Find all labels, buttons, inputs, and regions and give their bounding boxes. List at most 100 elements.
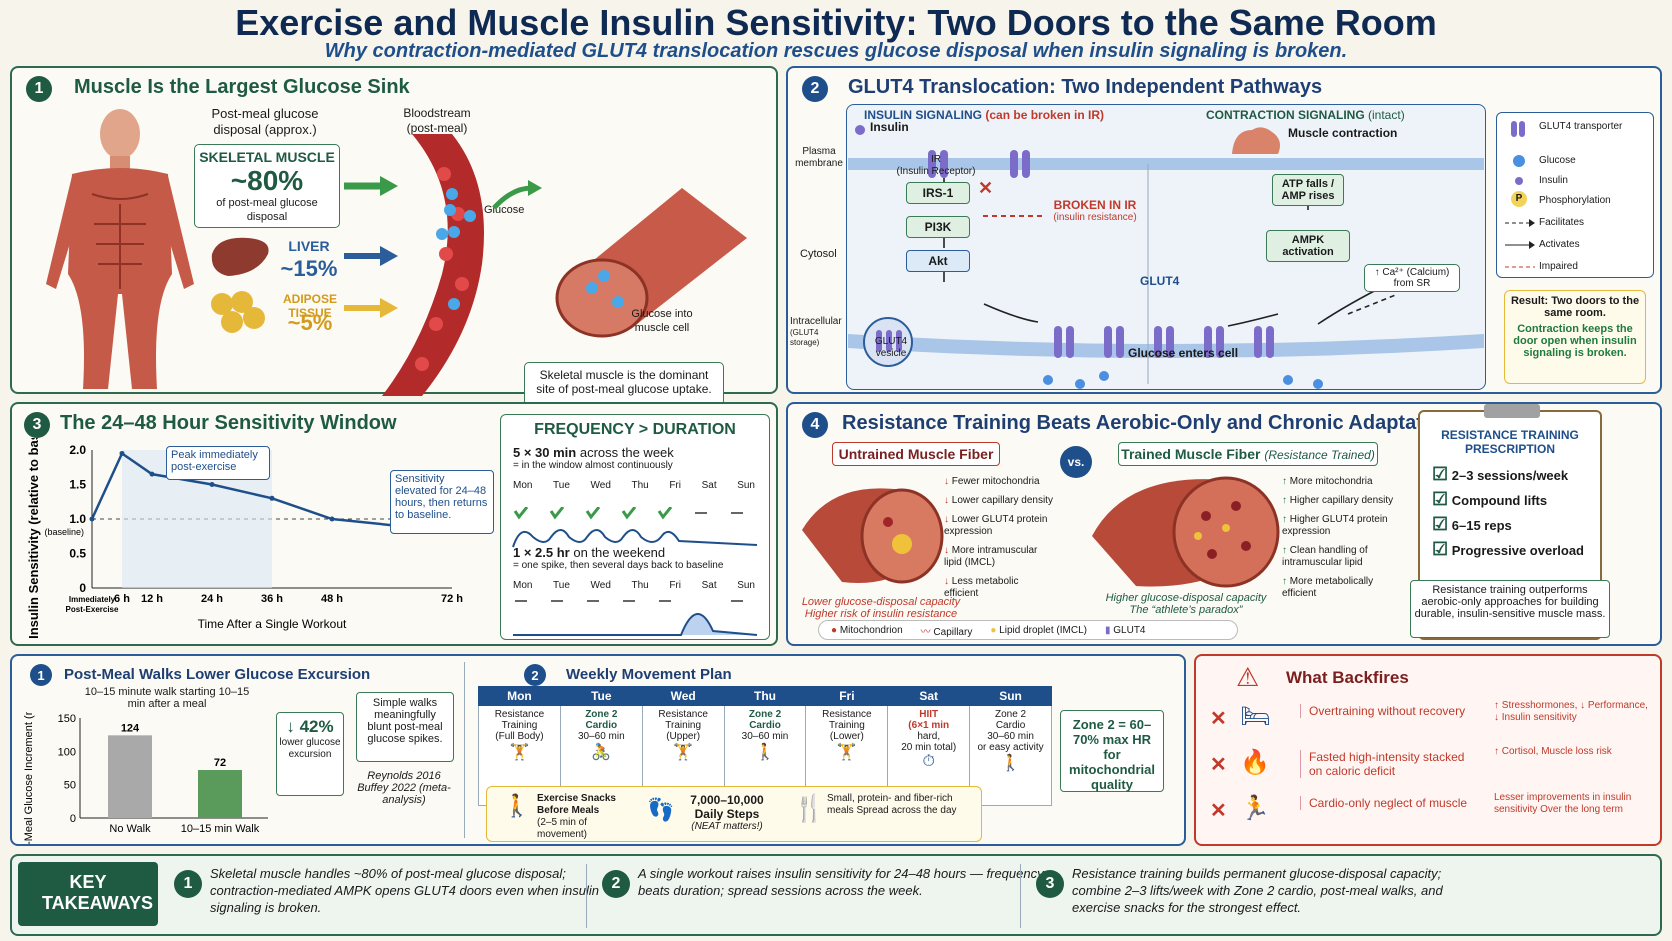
simple-walks-note: Simple walks meaningfully blunt post-mea… (356, 692, 454, 762)
adipose-value: ~5% (287, 310, 333, 335)
plan-cell-line: hard, (917, 731, 941, 742)
trained-label: Trained Muscle Fiber (Resistance Trained… (1118, 442, 1378, 466)
panel-resistance-training: 4 Resistance Training Beats Aerobic-Only… (786, 402, 1662, 646)
x-tick-label: 6 h (114, 593, 130, 605)
day-label: Wed (590, 580, 611, 591)
y-axis-label: Post-Meal Glucose Increment (mg/dL) (23, 712, 35, 844)
reduction-sub: lower glucose excursion (279, 737, 341, 760)
prescription-item: ☑ Progressive overload (1432, 539, 1584, 559)
solid-arrow-icon (1505, 241, 1535, 249)
trained-item: ↑ More mitochondria (1282, 476, 1373, 487)
panel-title: Resistance Training Beats Aerobic-Only a… (842, 412, 1464, 434)
plan-cell-line: or easy activity (977, 742, 1044, 753)
frequency-box: FREQUENCY > DURATION 5 × 30 min across t… (500, 414, 770, 640)
walking-icon: 🚶 (755, 744, 775, 761)
insulin-signaling-header: INSULIN SIGNALING (can be broken in IR) (864, 108, 1105, 122)
trained-fiber-figure (1092, 476, 1280, 588)
freq2-heading: 1 × 2.5 hr on the weekend (513, 545, 666, 560)
muscle-arm-icon (1232, 127, 1280, 154)
day-label: Sun (737, 580, 755, 591)
liver-icon (211, 237, 269, 276)
muscle-value: ~80% (230, 165, 304, 196)
panel-number: 2 (524, 664, 546, 686)
glucose-icon (444, 204, 476, 238)
walk-note: 10–15 minute walk starting 10–15 min aft… (84, 686, 250, 710)
bar (108, 735, 152, 818)
x-tick-label: 10–15 min Walk (181, 823, 260, 835)
plan-cell-line: Cardio (995, 720, 1026, 731)
glut4-vesicle-label: GLUT4 vesicle (874, 336, 908, 359)
panel-title: Muscle Is the Largest Glucose Sink (74, 76, 410, 98)
bar-value-label: 72 (214, 757, 226, 769)
daily-habits-box: 🚶 Exercise Snacks Before Meals(2–5 min o… (486, 786, 982, 842)
capillary-legend: 〰 Capillary (920, 626, 973, 638)
plan-cell-line: Zone 2 (994, 709, 1027, 720)
page-subtitle: Why contraction-mediated GLUT4 transloca… (324, 40, 1348, 62)
plan-title: Weekly Movement Plan (566, 666, 732, 683)
untrained-item: ↓ Less metabolic efficient (944, 576, 1019, 599)
plan-cell-line: Cardio (749, 720, 781, 731)
footprints-icon: 👣 (647, 797, 675, 822)
divider (1020, 864, 1021, 928)
freq1-heading: 5 × 30 min across the week (513, 445, 674, 460)
legend-item: Glucose (1539, 155, 1576, 166)
day-label: Sun (737, 480, 755, 491)
data-point (89, 516, 95, 522)
dumbbell-icon: 🏋 (673, 744, 694, 761)
irs1-box: IRS-1 (906, 182, 970, 204)
x-tick-label: 48 h (321, 593, 343, 605)
takeaway-number: 2 (602, 870, 630, 898)
y-tick-label: 0 (79, 581, 86, 595)
bar (198, 770, 242, 818)
arrow-to-muscle (492, 180, 542, 210)
prescription-item: ☑ 6–15 reps (1432, 514, 1512, 534)
panel-what-backfires: ⚠ What Backfires ✕🛏Overtraining without … (1194, 654, 1662, 846)
stopwatch-icon: ⏱ (922, 753, 935, 770)
takeaway-number: 1 (174, 870, 202, 898)
backfires-title: What Backfires (1286, 668, 1409, 687)
fiber-legend: ● Mitochondrion 〰 Capillary ● Lipid drop… (818, 620, 1238, 640)
y-tick-label: 1.5 (69, 478, 86, 492)
impaired-line-icon (1505, 266, 1535, 268)
muscle-label: SKELETAL MUSCLE (199, 149, 335, 165)
phosphorylation-icon: P (1511, 191, 1527, 207)
muscle-contraction-label: Muscle contraction (1288, 126, 1398, 140)
meals-label: Small, protein- and fiber-rich meals Spr… (827, 793, 957, 816)
legend-item: Phosphorylation (1539, 195, 1611, 206)
x-tick-label: 36 h (261, 593, 283, 605)
liver-label: LIVER (288, 238, 330, 254)
panel-title: The 24–48 Hour Sensitivity Window (60, 412, 397, 434)
muscle-sub: of post-meal glucose disposal (216, 197, 318, 223)
panel-number: 3 (24, 412, 50, 438)
prescription-list: ☑ 2–3 sessions/week ☑ Compound lifts ☑ 6… (1432, 464, 1600, 560)
day-label: Fri (669, 480, 681, 491)
untrained-fiber-figure (802, 488, 944, 584)
skeletal-muscle-box: SKELETAL MUSCLE ~80% of post-meal glucos… (194, 144, 340, 228)
divider (586, 864, 587, 928)
plan-cell-line: Zone 2 (585, 709, 618, 720)
baseline-tag: (baseline) (44, 527, 84, 537)
blood-vessel-figure (382, 134, 484, 396)
broken-label: BROKEN IN IR(insulin resistance) (1053, 198, 1137, 223)
snacks-label: Exercise Snacks Before Meals(2–5 min of … (537, 793, 616, 840)
x-axis-label: Time After a Single Workout (198, 617, 347, 631)
plan-cell-line: (Upper) (666, 731, 701, 742)
untrained-caption: Lower glucose-disposal capacity Higher r… (801, 596, 961, 620)
x-tick-label: 12 h (141, 593, 163, 605)
trained-item: ↑ Higher capillary density (1282, 495, 1394, 506)
adipose-icon (211, 291, 265, 333)
prescription-title: RESISTANCE TRAINING PRESCRIPTION (1441, 428, 1579, 456)
takeaway-text: Resistance training builds permanent glu… (1072, 866, 1443, 915)
untrained-item: ↓ More intramuscular lipid (IMCL) (944, 545, 1038, 568)
untrained-item: ↓ Lower capillary density (944, 495, 1053, 506)
y-tick-label: 100 (58, 746, 76, 758)
day-label: Wed (590, 480, 611, 491)
panel-number: 1 (26, 76, 52, 102)
untrained-list: ↓ Fewer mitochondria ↓ Lower capillary d… (944, 476, 1054, 600)
data-point (329, 516, 335, 522)
frequency-title: FREQUENCY > DURATION (534, 421, 736, 438)
treadmill-icon: 🏃 (1240, 795, 1270, 822)
references: Reynolds 2016 Buffey 2022 (meta-analysis… (357, 770, 451, 806)
